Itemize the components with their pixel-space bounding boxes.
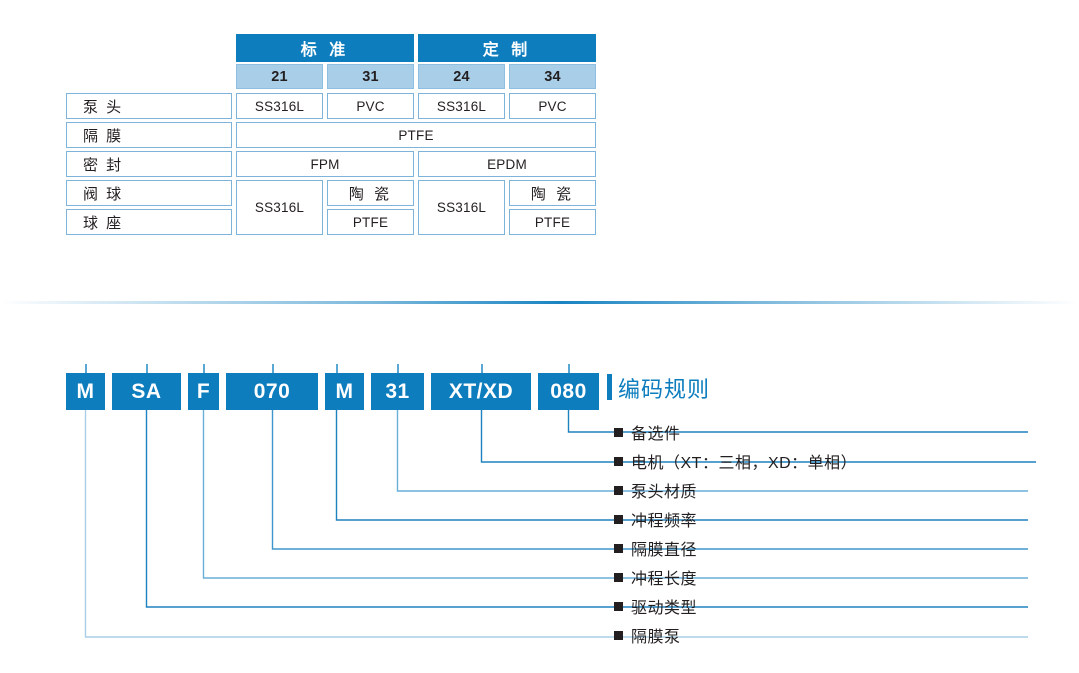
bullet-square-icon bbox=[614, 572, 623, 582]
coding-title-accent-bar bbox=[607, 374, 612, 400]
legend-item-diaphragm-diameter: 隔膜直径 bbox=[614, 534, 697, 562]
table-cell-valveball-21: SS316L bbox=[236, 180, 323, 235]
section-divider bbox=[0, 301, 1079, 304]
legend-label: 隔膜直径 bbox=[631, 542, 698, 559]
legend-label: 备选件 bbox=[631, 426, 681, 443]
legend-label: 隔膜泵 bbox=[631, 629, 681, 646]
code-segment-pump-head-material[interactable]: 31 bbox=[371, 373, 424, 410]
table-cell-pumphead-24: SS316L bbox=[418, 93, 505, 119]
bullet-square-icon bbox=[614, 630, 623, 640]
legend-item-diaphragm-pump: 隔膜泵 bbox=[614, 621, 681, 649]
legend-item-motor: 电机（XT：三相，XD：单相） bbox=[614, 447, 857, 475]
table-row-label-seal: 密 封 bbox=[66, 151, 232, 177]
bullet-square-icon bbox=[614, 427, 623, 437]
table-cell-valveball-31: 陶 瓷 bbox=[327, 180, 414, 206]
table-cell-valveball-34: 陶 瓷 bbox=[509, 180, 596, 206]
table-group-header-standard: 标 准 bbox=[236, 34, 414, 62]
legend-item-stroke-length: 冲程长度 bbox=[614, 563, 697, 591]
code-tick-7 bbox=[481, 364, 483, 373]
materials-table: 标 准 定 制 21 31 24 34 泵 头 隔 膜 密 封 阀 球 球 座 … bbox=[66, 34, 596, 238]
legend-item-drive-type: 驱动类型 bbox=[614, 592, 697, 620]
legend-label: 电机（XT：三相，XD：单相） bbox=[631, 455, 858, 472]
legend-item-pump-head-material: 泵头材质 bbox=[614, 476, 697, 504]
bullet-square-icon bbox=[614, 601, 623, 611]
table-code-24: 24 bbox=[418, 64, 505, 89]
code-segment-stroke-frequency[interactable]: M bbox=[325, 373, 364, 410]
bullet-square-icon bbox=[614, 485, 623, 495]
code-segment-drive-type[interactable]: SA bbox=[112, 373, 181, 410]
code-tick-2 bbox=[146, 364, 148, 373]
table-cell-ballseat-34: PTFE bbox=[509, 209, 596, 235]
code-tick-3 bbox=[203, 364, 205, 373]
bullet-square-icon bbox=[614, 543, 623, 553]
legend-label: 冲程长度 bbox=[631, 571, 698, 588]
table-cell-pumphead-21: SS316L bbox=[236, 93, 323, 119]
code-segment-stroke-length[interactable]: F bbox=[188, 373, 219, 410]
code-segment-motor[interactable]: XT/XD bbox=[431, 373, 531, 410]
code-tick-8 bbox=[568, 364, 570, 373]
table-code-31: 31 bbox=[327, 64, 414, 89]
table-cell-seal-custom: EPDM bbox=[418, 151, 596, 177]
table-row-label-valve-ball: 阀 球 bbox=[66, 180, 232, 206]
code-tick-4 bbox=[272, 364, 274, 373]
legend-label: 驱动类型 bbox=[631, 600, 698, 617]
table-cell-diaphragm-all: PTFE bbox=[236, 122, 596, 148]
code-tick-5 bbox=[336, 364, 338, 373]
table-cell-ballseat-31: PTFE bbox=[327, 209, 414, 235]
table-row-label-diaphragm: 隔 膜 bbox=[66, 122, 232, 148]
legend-label: 泵头材质 bbox=[631, 484, 698, 501]
legend-item-stroke-frequency: 冲程频率 bbox=[614, 505, 697, 533]
table-cell-pumphead-34: PVC bbox=[509, 93, 596, 119]
code-segment-diaphragm-diameter[interactable]: 070 bbox=[226, 373, 318, 410]
code-segment-optional-parts[interactable]: 080 bbox=[538, 373, 599, 410]
table-code-34: 34 bbox=[509, 64, 596, 89]
table-row-label-ball-seat: 球 座 bbox=[66, 209, 232, 235]
code-segment-diaphragm-pump[interactable]: M bbox=[66, 373, 105, 410]
table-group-header-custom: 定 制 bbox=[418, 34, 596, 62]
table-cell-pumphead-31: PVC bbox=[327, 93, 414, 119]
bullet-square-icon bbox=[614, 456, 623, 466]
code-tick-1 bbox=[85, 364, 87, 373]
page-title: 编码规则 bbox=[618, 377, 711, 402]
table-cell-seal-standard: FPM bbox=[236, 151, 414, 177]
code-tick-6 bbox=[397, 364, 399, 373]
legend-label: 冲程频率 bbox=[631, 513, 698, 530]
table-cell-valveball-24: SS316L bbox=[418, 180, 505, 235]
legend-item-optional-parts: 备选件 bbox=[614, 418, 681, 446]
bullet-square-icon bbox=[614, 514, 623, 524]
table-row-label-pump-head: 泵 头 bbox=[66, 93, 232, 119]
table-code-21: 21 bbox=[236, 64, 323, 89]
